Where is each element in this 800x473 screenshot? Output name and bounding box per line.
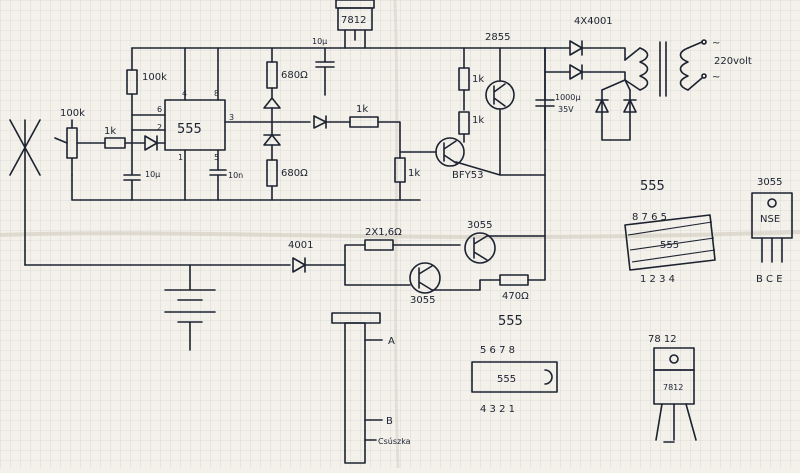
resistor-470: 470Ω (431, 235, 546, 302)
r-470-label: 470Ω (502, 291, 529, 302)
pin-8-label: 8 (214, 89, 219, 98)
resistor-1k-bottom: 1k (394, 151, 420, 201)
transistor-3055-a: 3055 (464, 174, 546, 264)
cap-10u-label: 10µ (312, 37, 327, 46)
ic-555-label: 555 (177, 122, 202, 137)
r-2x16-label: 2X1,6Ω (365, 227, 402, 238)
pinout-555-dip: 555 5 6 7 8 555 4 3 2 1 (471, 314, 558, 415)
t3055-a-label: 3055 (467, 220, 492, 231)
capacitor-10u-top: 10µ (312, 37, 335, 96)
cap-1000u-label: 1000µ (555, 93, 580, 102)
resistor-100k: 100k (126, 69, 167, 116)
paper-fold-vertical (393, 0, 400, 469)
transistor-2855-label: 2855 (485, 32, 510, 43)
pin-1-label: 1 (178, 153, 183, 162)
lamp-symbol (9, 119, 41, 266)
diodes-4x-label: 4X4001 (574, 16, 613, 27)
r-1k-mid2-label: 1k (472, 115, 484, 126)
capacitor-10n: 10n (209, 169, 243, 201)
t3055-b-label: 3055 (410, 295, 435, 306)
r-680-top-label: 680Ω (281, 70, 308, 81)
pin-2-label: 2 (157, 123, 162, 132)
pot-100k-label: 100k (60, 108, 85, 119)
ac-tilde-top: ~ (712, 38, 720, 49)
capacitor-10u-left: 10µ (123, 129, 160, 201)
slider-switch: A B Csúszka (331, 312, 411, 464)
battery (164, 264, 216, 351)
r-680-bot-label: 680Ω (281, 168, 308, 179)
diode-4001: 4001 (288, 240, 366, 273)
resistor-680-bottom: 680Ω (263, 121, 308, 201)
cap-10n-label: 10n (228, 171, 243, 180)
resistor-680-top: 680Ω (263, 47, 308, 123)
pin-3-label: 3 (229, 113, 234, 122)
dip-top-pins: 5 6 7 8 (480, 345, 515, 356)
capacitor-1000u: 1000µ 35V (535, 47, 580, 151)
bce-label: B C E (756, 274, 783, 285)
pin-6-label: 6 (157, 105, 162, 114)
ground-rail (71, 174, 421, 201)
stack-bot-pins: 1 2 3 4 (640, 274, 675, 285)
pinout-555-b-label: 555 (498, 314, 523, 329)
r-1k-mid-label: 1k (356, 104, 368, 115)
r-1k-bot-label: 1k (408, 168, 420, 179)
cap-35v-label: 35V (558, 105, 574, 114)
r-1k-vert-label: 1k (472, 74, 484, 85)
resistor-1k-mid2: 1k (458, 111, 484, 143)
stack-top-pins: 8 7 6 5 (632, 212, 667, 223)
r-100k-label: 100k (142, 72, 167, 83)
nse-label: NSE (760, 214, 780, 225)
pinout-3055-label: 3055 (757, 177, 782, 188)
pinout-555-stack: 555 8 7 6 5 555 1 2 3 4 (624, 179, 716, 285)
transformer: ~ 220volt ~ (624, 38, 752, 97)
pinout-3055: 3055 NSE B C E (751, 177, 793, 285)
dip-label: 555 (497, 374, 516, 385)
resistor-1k-vertical: 1k (458, 47, 484, 111)
regulator-7812-top: 7812 (335, 0, 375, 49)
diode-4001-label: 4001 (288, 240, 313, 251)
resistor-1k-mid: 1k (313, 104, 437, 153)
dip-bot-pins: 4 3 2 1 (480, 404, 515, 415)
paper-fold (0, 230, 800, 240)
csuszka-label: Csúszka (378, 437, 411, 446)
transistor-3055-b: 3055 (344, 262, 441, 306)
cap-10u-left-label: 10µ (145, 170, 160, 179)
stack-label: 555 (660, 240, 679, 251)
r-1k-left-label: 1k (104, 126, 116, 137)
pinout-7812-label: 78 12 (648, 334, 677, 345)
pin-b-label: B (386, 416, 393, 427)
potentiometer-100k: 100k 1k (54, 108, 166, 176)
pin-5-label: 5 (214, 153, 219, 162)
ac-voltage-label: 220volt (714, 56, 752, 67)
pinout-555-a-label: 555 (640, 179, 665, 194)
pin-a-label: A (388, 336, 395, 347)
bfy53-label: BFY53 (452, 170, 483, 181)
ac-tilde-bottom: ~ (712, 72, 720, 83)
resistor-2x16: 2X1,6Ω (364, 227, 461, 251)
pinout-7812: 78 12 7812 (648, 334, 697, 443)
reg-body-label: 7812 (663, 383, 683, 392)
regulator-label: 7812 (341, 15, 366, 26)
